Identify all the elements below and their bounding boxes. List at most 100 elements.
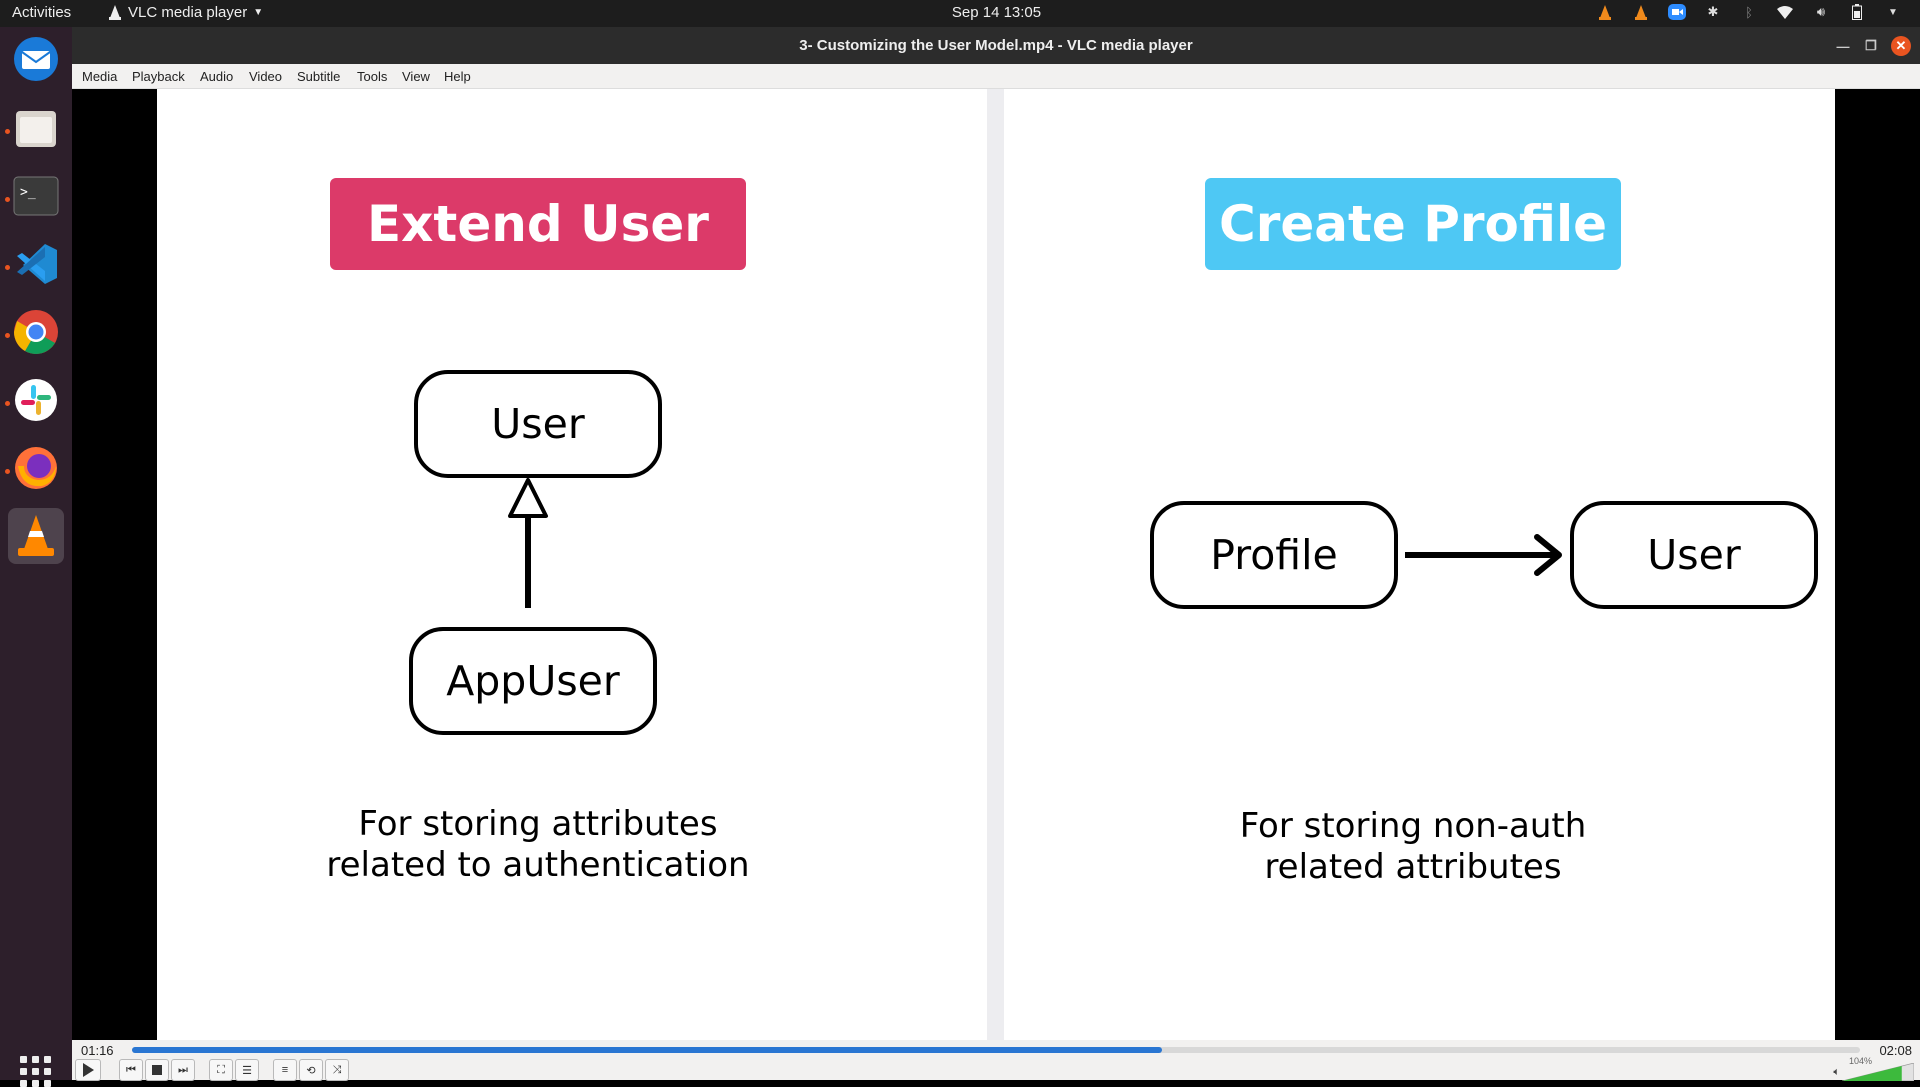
seek-bar[interactable]	[132, 1047, 1860, 1053]
volume-level-label: 104%	[1848, 1056, 1872, 1066]
next-icon: ⏭︎	[178, 1063, 188, 1076]
speaker-icon[interactable]: 🔈︎	[1833, 1066, 1840, 1078]
inheritance-arrow	[508, 478, 548, 608]
app-menu[interactable]: VLC media player ▼	[108, 4, 263, 21]
running-indicator	[5, 129, 10, 134]
fullscreen-icon: ⛶	[217, 1063, 225, 1076]
running-indicator	[5, 265, 10, 270]
loop-icon: ⟲	[306, 1064, 316, 1077]
caption-line: For storing non-auth	[1239, 806, 1587, 846]
create-profile-heading: Create Profile	[1205, 178, 1621, 270]
window-titlebar[interactable]: 3- Customizing the User Model.mp4 - VLC …	[72, 27, 1920, 64]
stop-icon	[152, 1065, 162, 1075]
extend-user-heading: Extend User	[330, 178, 746, 270]
caption-line: related attributes	[1264, 847, 1562, 887]
close-button[interactable]: ✕	[1891, 36, 1911, 56]
vlc-window: 3- Customizing the User Model.mp4 - VLC …	[72, 27, 1920, 1081]
appuser-box: AppUser	[409, 627, 657, 735]
running-indicator	[5, 197, 10, 202]
firefox-icon	[15, 447, 57, 489]
files-icon	[16, 111, 56, 147]
caption-line: related to authentication	[326, 845, 750, 885]
chevron-down-icon: ▼	[253, 7, 264, 18]
shuffle-button[interactable]: ⤨	[325, 1059, 349, 1081]
dock-item-vscode[interactable]	[8, 236, 64, 292]
menu-playback[interactable]: Playback	[132, 69, 185, 84]
menu-video[interactable]: Video	[249, 69, 283, 84]
volume-slider[interactable]	[1842, 1063, 1914, 1081]
playlist-button[interactable]: ≡	[273, 1059, 297, 1081]
wifi-icon[interactable]	[1776, 3, 1794, 21]
show-applications-button[interactable]	[20, 1056, 51, 1087]
clock[interactable]: Sep 14 13:05	[951, 4, 1042, 21]
play-button[interactable]	[75, 1059, 101, 1081]
gnome-top-bar: Activities VLC media player ▼ Sep 14 13:…	[0, 0, 1920, 27]
slide-divider	[987, 89, 1004, 1040]
battery-icon[interactable]	[1848, 3, 1866, 21]
app-menu-label: VLC media player	[128, 4, 248, 21]
previous-button[interactable]: ⏮︎	[119, 1059, 143, 1081]
user-box-right: User	[1570, 501, 1818, 609]
total-time[interactable]: 02:08	[1879, 1043, 1912, 1058]
maximize-button[interactable]: ❐	[1865, 38, 1877, 53]
thunderbird-icon	[14, 37, 58, 81]
user-box: User	[414, 370, 662, 478]
running-indicator	[5, 469, 10, 474]
dock-item-chrome[interactable]	[8, 304, 64, 360]
vlc-icon	[18, 515, 54, 556]
loop-button[interactable]: ⟲	[299, 1059, 323, 1081]
vscode-icon	[17, 244, 57, 284]
caption-line: For storing attributes	[358, 804, 718, 844]
dock-item-thunderbird[interactable]	[8, 31, 64, 87]
previous-icon: ⏮︎	[126, 1063, 136, 1076]
dock-item-terminal[interactable]: >_	[8, 168, 64, 224]
association-arrow	[1405, 534, 1562, 576]
create-profile-caption: For storing non-auth related attributes	[1157, 806, 1669, 888]
menu-tools[interactable]: Tools	[357, 69, 388, 84]
bluetooth-icon[interactable]: ᛒ	[1745, 4, 1753, 20]
extended-settings-button[interactable]: ☰	[235, 1059, 259, 1081]
seek-bar-progress	[132, 1047, 1162, 1053]
player-controls: 01:16 02:08 ⏮︎ ⏭︎ ⛶ ☰ ≡ ⟲ ⤨	[72, 1040, 1920, 1081]
dock: >_	[0, 27, 72, 1087]
dock-item-vlc[interactable]	[8, 508, 64, 564]
elapsed-time[interactable]: 01:16	[81, 1043, 114, 1058]
menu-bar: Media Playback Audio Video Subtitle Tool…	[72, 64, 1920, 89]
window-title: 3- Customizing the User Model.mp4 - VLC …	[799, 37, 1193, 54]
shuffle-icon: ⤨	[332, 1063, 342, 1076]
menu-subtitle[interactable]: Subtitle	[297, 69, 341, 84]
equalizer-icon: ☰	[242, 1064, 252, 1077]
slack-tray-icon[interactable]: ✱	[1707, 4, 1719, 19]
minimize-button[interactable]: —	[1836, 38, 1850, 54]
play-icon	[83, 1063, 94, 1077]
stop-button[interactable]	[145, 1059, 169, 1081]
fullscreen-button[interactable]: ⛶	[209, 1059, 233, 1081]
menu-view[interactable]: View	[402, 69, 430, 84]
chrome-icon	[14, 310, 58, 354]
system-tray[interactable]: ✱ ᛒ 🔊︎ ▼	[1596, 3, 1902, 21]
dock-item-slack[interactable]	[8, 372, 64, 428]
dock-item-files[interactable]	[8, 100, 64, 156]
menu-media[interactable]: Media	[82, 69, 118, 84]
vlc-cone-icon	[109, 5, 121, 20]
video-frame-slide: Extend User User AppUser For storing att…	[157, 89, 1835, 1040]
video-area[interactable]: Extend User User AppUser For storing att…	[72, 89, 1920, 1040]
extend-user-caption: For storing attributes related to authen…	[273, 804, 803, 886]
vlc-tray-icon[interactable]	[1596, 3, 1614, 21]
next-button[interactable]: ⏭︎	[171, 1059, 195, 1081]
playlist-icon: ≡	[281, 1064, 289, 1076]
slack-icon	[15, 379, 57, 421]
activities-button[interactable]: Activities	[12, 4, 72, 21]
volume-icon[interactable]: 🔊︎	[1816, 4, 1826, 19]
menu-help[interactable]: Help	[444, 69, 471, 84]
menu-audio[interactable]: Audio	[200, 69, 234, 84]
vlc-tray-icon-2[interactable]	[1632, 3, 1650, 21]
terminal-icon: >_	[13, 176, 59, 216]
zoom-tray-icon[interactable]	[1668, 3, 1686, 21]
svg-text:>_: >_	[20, 185, 36, 200]
running-indicator	[5, 401, 10, 406]
dock-item-firefox[interactable]	[8, 440, 64, 496]
running-indicator	[5, 333, 10, 338]
power-menu-chevron-icon[interactable]: ▼	[1888, 6, 1898, 18]
volume-slider-fill	[1842, 1066, 1902, 1081]
